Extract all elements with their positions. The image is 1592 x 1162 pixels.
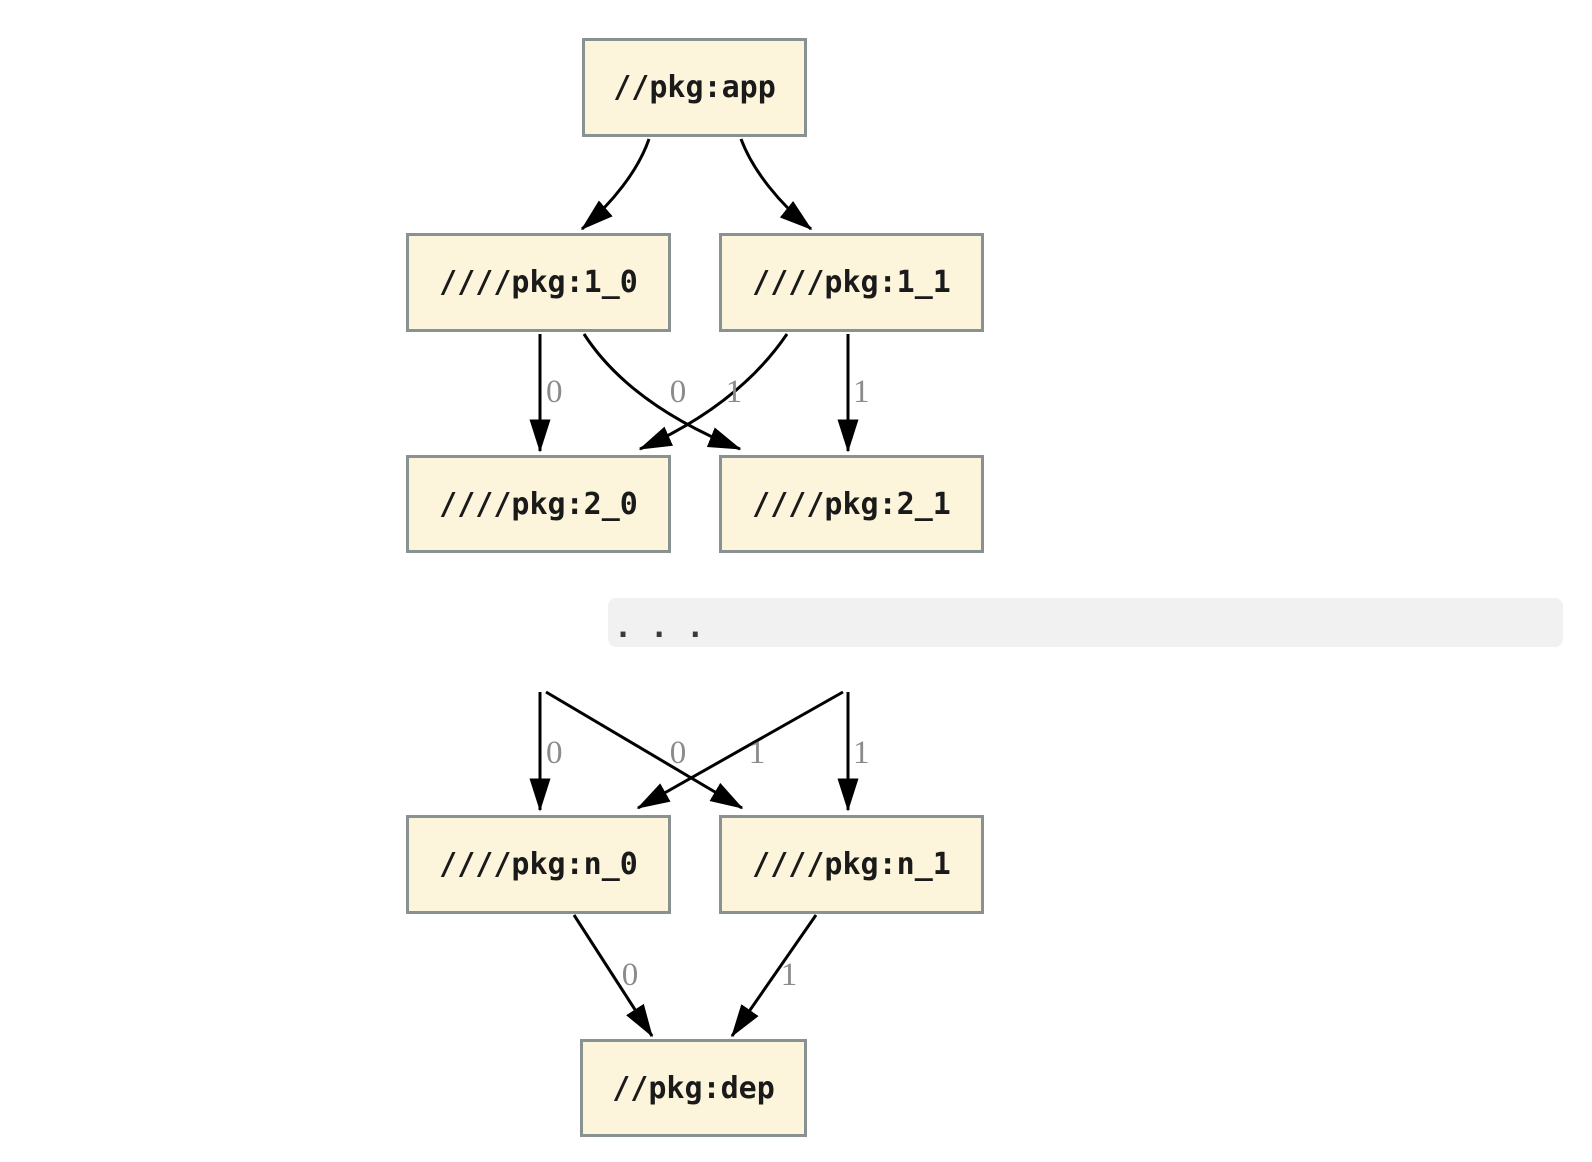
- edge-ellipsis0-to-n_1: [545, 690, 744, 810]
- edge-label-1_0-to-2_1: 1: [726, 374, 743, 410]
- node-pkg-dep: //pkg:dep: [580, 1039, 807, 1137]
- edge-label-1_1-to-2_1: 1: [853, 374, 870, 410]
- edge-ellipsis1-to-n_0: [636, 690, 844, 810]
- node-pkg-1-0: ////pkg:1_0: [406, 233, 671, 332]
- edge-label-1_1-to-2_0: 0: [670, 374, 687, 410]
- edge-1_1-to-2_0: [638, 333, 789, 451]
- edge-label-1_0-to-2_0: 0: [546, 374, 563, 410]
- edge-label-ellipsis1-to-n_1: 1: [853, 735, 870, 771]
- node-pkg-1-1: ////pkg:1_1: [719, 233, 984, 332]
- edge-label-ellipsis0-to-n_1: 1: [749, 735, 766, 771]
- edge-1_0-to-2_1: [582, 333, 742, 451]
- node-pkg-app: //pkg:app: [582, 38, 807, 137]
- node-pkg-2-0: ////pkg:2_0: [406, 455, 671, 553]
- ellipsis-band: . . .: [608, 598, 1563, 647]
- node-pkg-2-1: ////pkg:2_1: [719, 455, 984, 553]
- ellipsis-text: . . .: [614, 610, 705, 645]
- edge-label-ellipsis1-to-n_0: 0: [670, 735, 687, 771]
- edge-n_0-to-dep: [572, 914, 654, 1038]
- edge-n_1-to-dep: [730, 914, 818, 1038]
- edge-label-n_0-to-dep: 0: [622, 957, 639, 993]
- edge-label-ellipsis0-to-n_0: 0: [546, 735, 563, 771]
- edge-app-to-1_1: [739, 138, 813, 231]
- edge-app-to-1_0: [580, 138, 651, 231]
- edge-label-n_1-to-dep: 1: [781, 957, 798, 993]
- node-pkg-n-1: ////pkg:n_1: [719, 815, 984, 914]
- node-pkg-n-0: ////pkg:n_0: [406, 815, 671, 914]
